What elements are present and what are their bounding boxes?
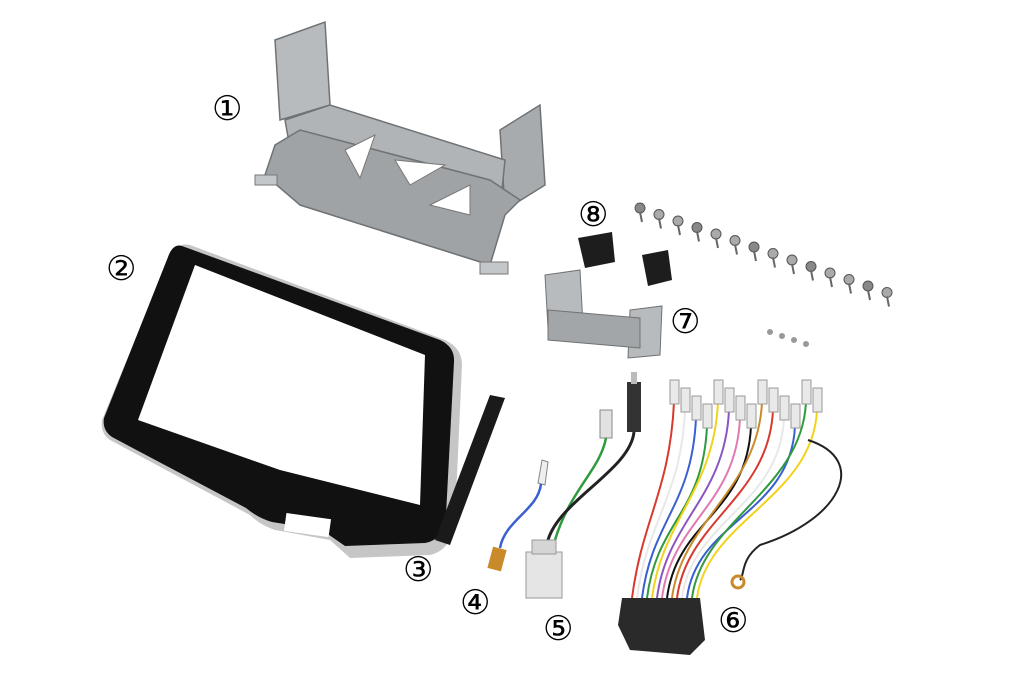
small-metal-bracket: [544, 269, 663, 359]
screw-shaft: [848, 283, 852, 294]
label-part-2: ②: [106, 249, 137, 289]
dash-panel: [101, 244, 463, 558]
wire-terminal: [768, 387, 779, 413]
ground-wire: [487, 459, 549, 572]
wire-terminal: [691, 395, 702, 421]
wire-terminal: [724, 387, 735, 413]
screw: [805, 261, 817, 272]
screw: [767, 248, 779, 259]
main-bracket: [254, 20, 546, 275]
harness-wire: [656, 409, 730, 599]
screw: [729, 235, 741, 246]
wire-terminal: [746, 403, 757, 429]
screw: [824, 267, 836, 279]
screw-shaft: [791, 263, 795, 275]
screw-shaft: [810, 270, 814, 281]
label-part-6: ⑥: [718, 601, 749, 641]
screw-shaft: [886, 296, 890, 307]
label-part-3: ③: [403, 550, 434, 590]
harness-wire: [671, 401, 763, 599]
wire-terminal: [735, 395, 746, 421]
small-screw: [767, 329, 773, 335]
harness-wire: [661, 417, 741, 599]
antenna-cable: [525, 372, 641, 599]
wire-terminal: [680, 387, 691, 413]
plastic-clips: [578, 232, 672, 286]
screw: [672, 215, 684, 227]
screw-shaft: [772, 257, 776, 268]
screw-shaft: [696, 231, 700, 242]
wire-terminal: [779, 395, 790, 421]
screw: [748, 241, 760, 253]
label-part-1: ①: [212, 89, 243, 129]
heat-shrink-tube: [435, 395, 505, 545]
screw: [862, 280, 874, 292]
label-part-7: ⑦: [670, 302, 701, 342]
wire-terminal: [801, 379, 812, 405]
wire-harness: [618, 379, 842, 655]
wire-terminal: [757, 379, 768, 405]
screw-shaft: [715, 237, 719, 249]
wire-terminal: [713, 379, 724, 405]
label-part-4: ④: [460, 583, 491, 623]
label-part-8: ⑧: [578, 195, 609, 235]
screw: [881, 287, 893, 298]
harness-wire: [691, 401, 807, 599]
harness-wire: [646, 425, 708, 599]
wire-terminal: [669, 379, 680, 405]
harness-wire: [636, 409, 686, 599]
screw: [691, 222, 703, 233]
small-screw: [779, 333, 785, 339]
screw-shaft: [734, 244, 738, 255]
small-screw: [791, 337, 797, 343]
screw-shaft: [639, 211, 643, 223]
label-part-5: ⑤: [543, 609, 574, 649]
harness-wire: [676, 409, 774, 599]
screw-shaft: [829, 276, 833, 288]
harness-wire: [631, 401, 675, 599]
screw: [843, 274, 855, 285]
screw-shaft: [867, 289, 871, 301]
harness-wire: [651, 401, 719, 599]
screw: [653, 209, 665, 220]
small-screw: [803, 341, 809, 347]
screw: [786, 254, 798, 266]
screw-shaft: [658, 218, 662, 229]
screw-set: [634, 202, 893, 347]
wire-terminal: [812, 387, 823, 413]
screw-shaft: [677, 224, 681, 236]
screw: [710, 228, 722, 240]
screw-shaft: [753, 250, 757, 262]
harness-wire: [681, 417, 785, 599]
wire-terminal: [790, 403, 801, 429]
wire-terminal: [702, 403, 713, 429]
harness-wire: [641, 417, 697, 599]
screw: [634, 202, 646, 214]
